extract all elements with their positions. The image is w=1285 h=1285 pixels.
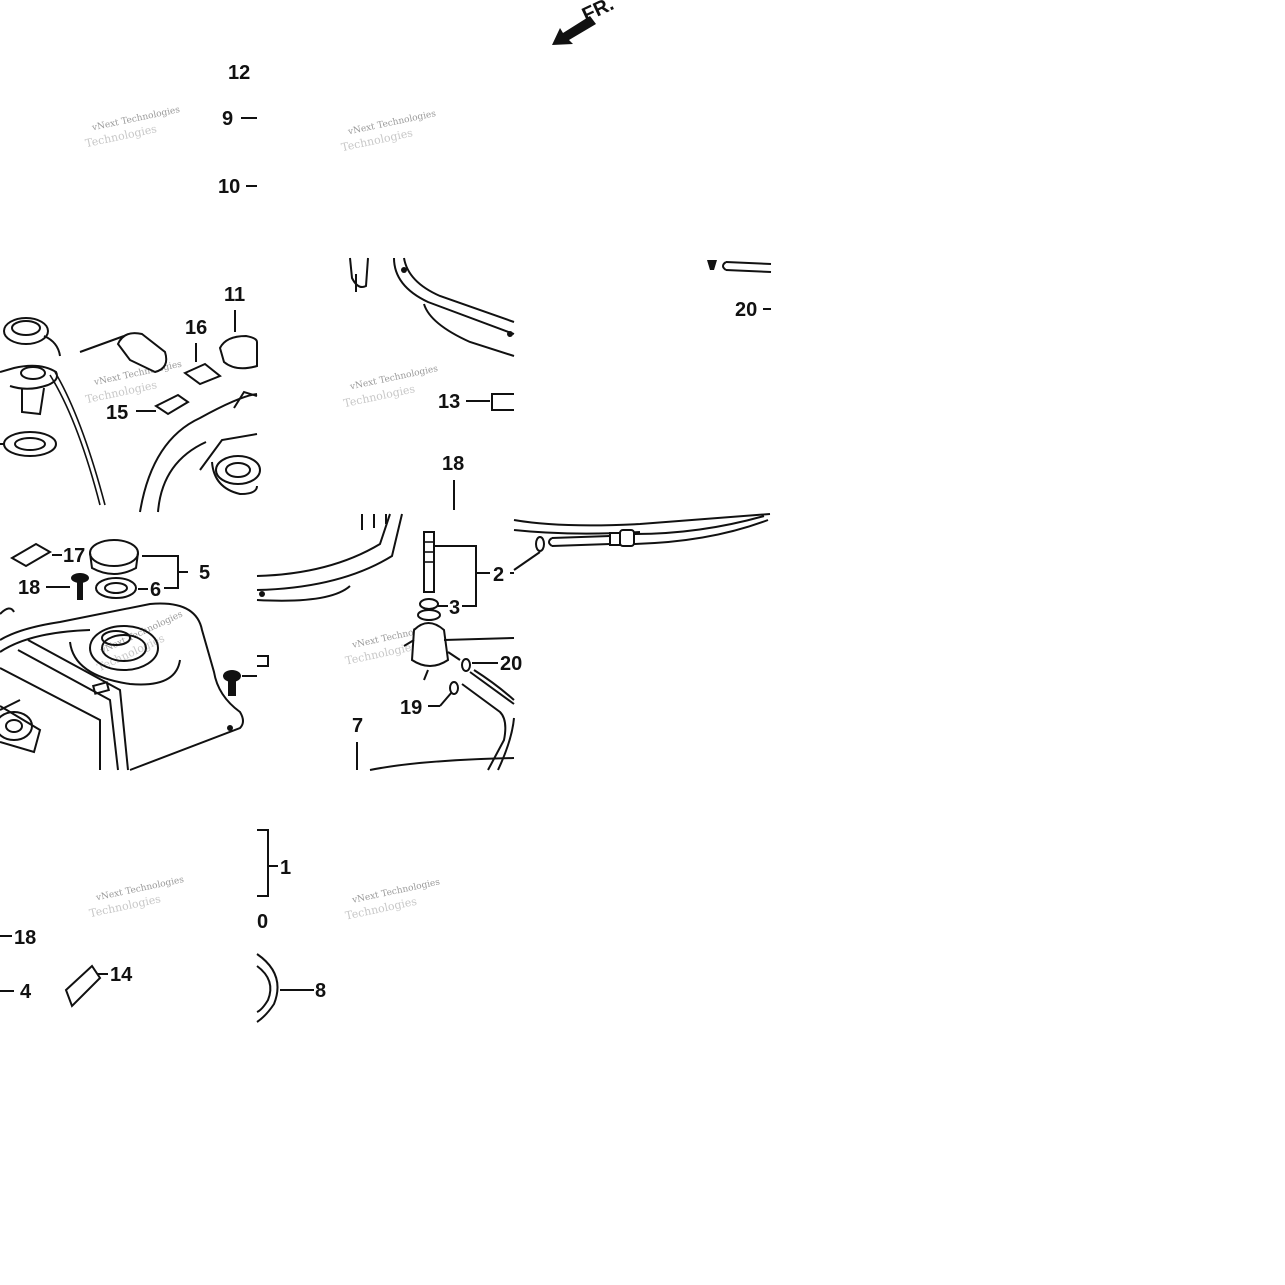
watermark: Technologies vNext Technologies [340, 109, 437, 154]
callout-8: 8 [256, 953, 326, 1023]
svg-text:20: 20 [500, 653, 522, 675]
callout-3: 3 [438, 597, 460, 619]
callout-14: 14 [64, 964, 133, 1008]
tank-bottom-edge [256, 513, 403, 602]
callout-10-bottom: 0 [257, 911, 268, 933]
callout-19: 19 [400, 681, 459, 719]
svg-text:20: 20 [735, 299, 757, 321]
svg-text:15: 15 [106, 402, 128, 424]
callout-17: 17 [10, 542, 85, 568]
callout-16: 16 [183, 317, 222, 386]
callout-12: 12 [228, 62, 250, 84]
svg-text:8: 8 [315, 980, 326, 1002]
callout-11: 11 [218, 284, 258, 370]
svg-text:7: 7 [352, 715, 363, 737]
callout-9: 9 [222, 108, 257, 130]
callout-18-middle: 18 [18, 573, 89, 600]
svg-text:9: 9 [222, 108, 233, 130]
callout-15: 15 [106, 393, 190, 424]
watermark: Technologies vNext Technologies [344, 877, 441, 922]
svg-text:16: 16 [185, 317, 207, 339]
svg-text:2: 2 [493, 564, 504, 586]
hose-upper [707, 260, 772, 273]
callout-5: 5 [142, 555, 210, 589]
fuel-cock [403, 531, 515, 681]
hose-middle [513, 513, 771, 571]
svg-text:18: 18 [442, 453, 464, 475]
front-direction-marker: FR. [552, 0, 617, 45]
callout-6: 6 [138, 579, 161, 601]
svg-text:3: 3 [449, 597, 460, 619]
svg-text:4: 4 [20, 981, 32, 1003]
watermark-group: Technologies vNext Technologies Technolo… [84, 105, 441, 923]
callout-18-bottom: 18 [0, 927, 36, 949]
svg-text:11: 11 [224, 284, 245, 306]
callout-1: 1 [257, 829, 291, 897]
fuel-tank-top [139, 390, 261, 513]
svg-text:12: 12 [228, 62, 250, 84]
svg-text:13: 13 [438, 391, 460, 413]
svg-text:18: 18 [18, 577, 40, 599]
svg-text:18: 18 [14, 927, 36, 949]
callout-18-top: 18 [442, 453, 464, 510]
fuel-gauge-assembly [0, 317, 168, 506]
svg-text:17: 17 [63, 545, 85, 567]
svg-text:10: 10 [218, 176, 240, 198]
callout-20-top: 20 [735, 299, 771, 321]
fuel-hose-lower [461, 669, 515, 771]
fuel-cap [89, 539, 139, 599]
fuel-tank-body [0, 602, 244, 771]
front-direction-arrow-icon [552, 16, 596, 45]
svg-text:1: 1 [280, 857, 291, 879]
svg-text:6: 6 [150, 579, 161, 601]
svg-text:0: 0 [257, 911, 268, 933]
callout-2: 2 [434, 545, 514, 607]
svg-text:19: 19 [400, 697, 422, 719]
bolt-right [223, 655, 269, 696]
watermark: Technologies vNext Technologies [84, 105, 181, 150]
svg-text:5: 5 [199, 562, 210, 584]
callout-10: 10 [218, 176, 257, 198]
watermark: Technologies vNext Technologies [88, 875, 185, 920]
callout-4: 4 [0, 981, 32, 1003]
tank-flange [349, 257, 515, 357]
callout-13: 13 [438, 391, 514, 413]
svg-text:14: 14 [110, 964, 133, 986]
callout-20-middle: 20 [461, 653, 522, 675]
watermark: Technologies vNext Technologies [342, 364, 439, 410]
callout-7: 7 [352, 715, 515, 771]
